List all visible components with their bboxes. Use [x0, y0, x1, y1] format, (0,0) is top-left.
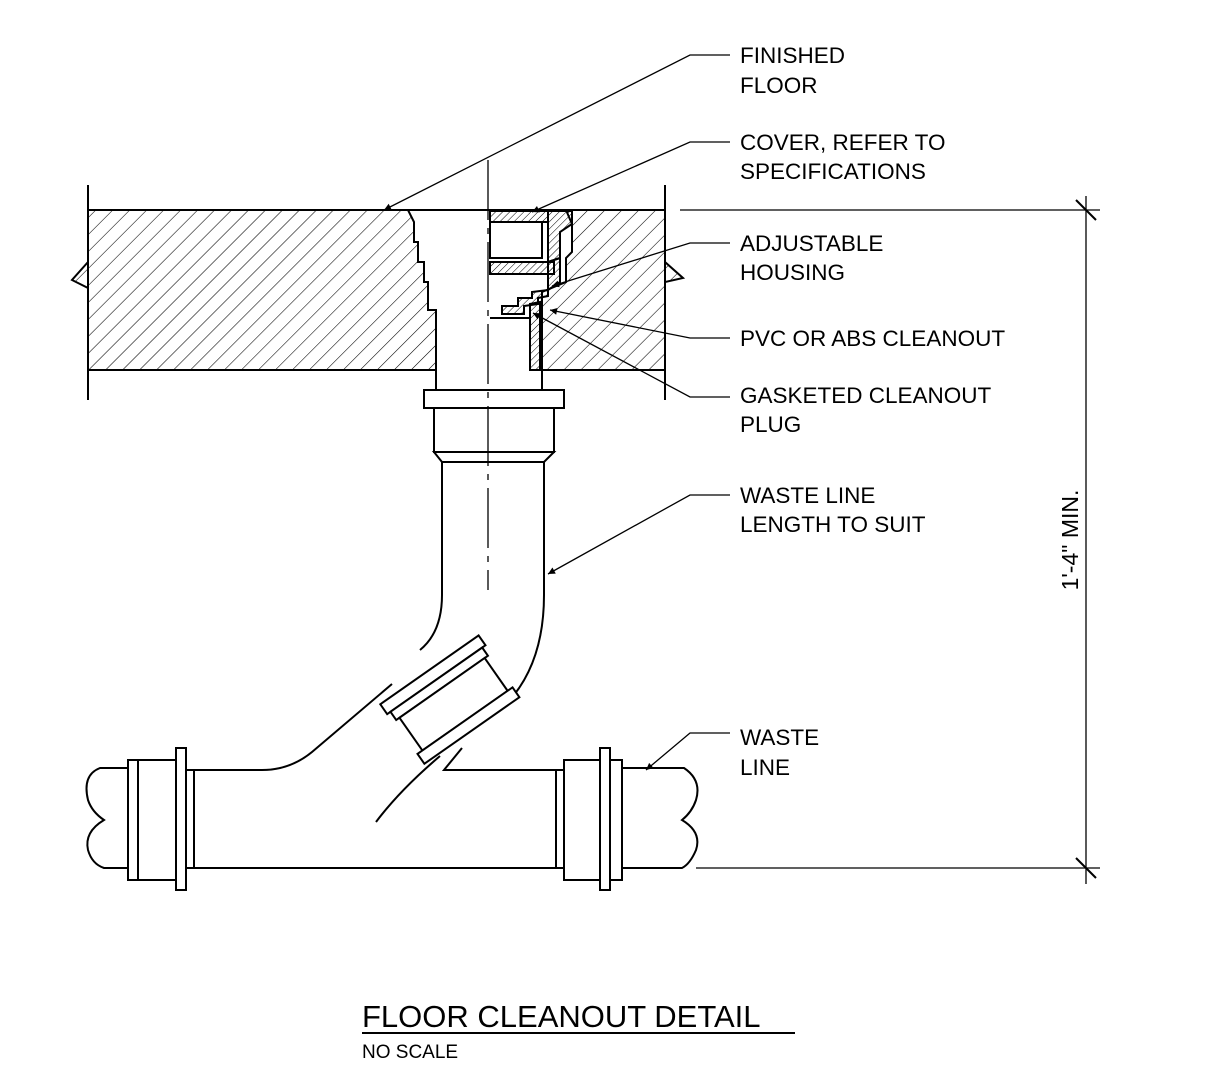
label-waste-line-suit-1: WASTE LINE: [740, 483, 875, 508]
leaders: [383, 54, 730, 771]
hub-body: [433, 407, 555, 453]
label-cover-2: SPECIFICATIONS: [740, 159, 926, 184]
drawing-title: FLOOR CLEANOUT DETAIL: [362, 999, 761, 1034]
wye-fitting: [378, 634, 521, 766]
label-waste-line-suit-2: LENGTH TO SUIT: [740, 512, 926, 537]
pvc-cleanout-wall: [529, 300, 541, 371]
slab-left: [70, 209, 437, 371]
dimension-text: 1'-4" MIN.: [1057, 490, 1083, 591]
label-housing-2: HOUSING: [740, 260, 845, 285]
callout-labels: FINISHED FLOOR COVER, REFER TO SPECIFICA…: [740, 43, 1005, 780]
title-block: FLOOR CLEANOUT DETAIL NO SCALE: [362, 999, 795, 1063]
wye-branch-curve: [375, 755, 441, 823]
drawing-scale-note: NO SCALE: [362, 1042, 458, 1063]
wye-branch-right: [441, 747, 556, 771]
main-waste-line: [85, 747, 699, 891]
left-coupling-flange: [175, 747, 187, 891]
label-waste-line-2: LINE: [740, 755, 790, 780]
slab-right: [541, 209, 686, 371]
pvc-cleanout-body: [501, 288, 549, 315]
wye-branch-left: [190, 683, 393, 771]
riser-pipe: [419, 389, 565, 711]
label-finished-floor-1: FINISHED: [740, 43, 845, 68]
label-cleanout: PVC OR ABS CLEANOUT: [740, 326, 1005, 351]
cleanout-assembly: [435, 210, 573, 390]
cover: [489, 210, 549, 223]
concrete-slab: [70, 185, 686, 400]
hub-flange: [423, 389, 565, 409]
left-coupling: [127, 759, 177, 881]
right-coupling-flange: [599, 747, 611, 891]
label-plug-2: PLUG: [740, 412, 801, 437]
label-plug-1: GASKETED CLEANOUT: [740, 383, 992, 408]
adjustable-housing-ring: [489, 261, 555, 275]
label-waste-line-1: WASTE: [740, 725, 819, 750]
label-housing-1: ADJUSTABLE: [740, 231, 883, 256]
label-cover-1: COVER, REFER TO: [740, 130, 945, 155]
label-finished-floor-2: FLOOR: [740, 73, 818, 98]
dimension-1-4-min: 1'-4" MIN.: [680, 196, 1100, 884]
right-coupling: [563, 759, 601, 881]
